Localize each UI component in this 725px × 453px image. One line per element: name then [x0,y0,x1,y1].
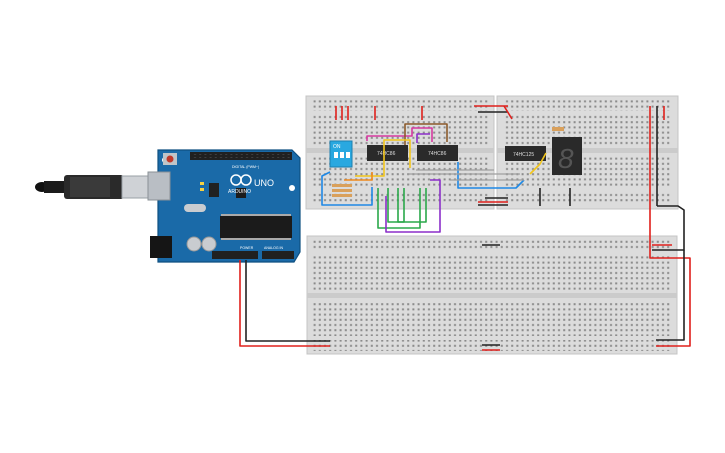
wires-top[interactable] [321,123,571,233]
wire-purple-loop[interactable] [385,179,441,233]
wire-black-right-loop[interactable] [652,205,685,251]
chip-74hc125-label: 74HC125 [513,152,534,158]
wire-green-2[interactable] [387,188,405,223]
wire-blue-2[interactable] [457,162,525,189]
wires-power[interactable] [239,205,691,351]
usb-port[interactable] [147,171,171,201]
digital-label: DIGITAL (PWM~) [232,165,259,169]
power-header[interactable] [212,251,258,259]
analog-header[interactable] [262,251,294,259]
usb-cable[interactable] [35,175,157,199]
wire-black-right-down[interactable] [656,250,685,341]
wire-yellow-2[interactable] [529,152,547,175]
dip-switch-on-label: ON [333,144,341,150]
breadboard-bottom[interactable] [306,235,678,355]
wire-green-1[interactable] [377,188,421,229]
resistor-array[interactable] [332,184,352,197]
dip-switch[interactable]: ON [329,140,353,168]
wire-red-right-loop[interactable] [649,206,691,347]
power-jack[interactable] [150,236,172,258]
seven-segment-display[interactable]: 8 [552,137,582,175]
chip-74hc86-b[interactable]: 74HC86 [417,145,458,161]
chip-74hc86-a-label: 74HC86 [377,151,396,157]
wire-green-3[interactable] [397,188,427,223]
arduino-brand-text: ARDUINO [228,189,251,195]
power-label: POWER [240,246,254,250]
wire-red-arduino-5v[interactable] [239,260,330,347]
analog-label: ANALOG IN [264,246,284,250]
chip-74hc125[interactable]: 74HC125 [505,146,546,161]
chip-74hc86-a[interactable]: 74HC86 [367,145,408,161]
atmega-chip [220,216,292,238]
wire-blue-1[interactable] [321,171,373,206]
uno-text: UNO [254,178,274,188]
wire-pink[interactable] [366,127,433,142]
wire-brown[interactable] [404,123,448,145]
wire-orange[interactable] [344,172,373,181]
arduino-uno-board[interactable]: ARDUINO UNO DIGITAL (PWM~) POWER ANALOG … [147,149,301,263]
arduino-logo [230,174,252,186]
wire-black-arduino-gnd[interactable] [245,260,330,342]
wire-purple-upper[interactable] [416,133,430,143]
seven-segment-digit: 8 [558,143,574,174]
reset-button-cap[interactable] [166,155,174,163]
wire-yellow-1[interactable] [355,139,411,177]
chip-74hc86-b-label: 74HC86 [428,151,447,157]
display-resistor[interactable] [552,127,564,131]
rail-markings [335,105,665,206]
